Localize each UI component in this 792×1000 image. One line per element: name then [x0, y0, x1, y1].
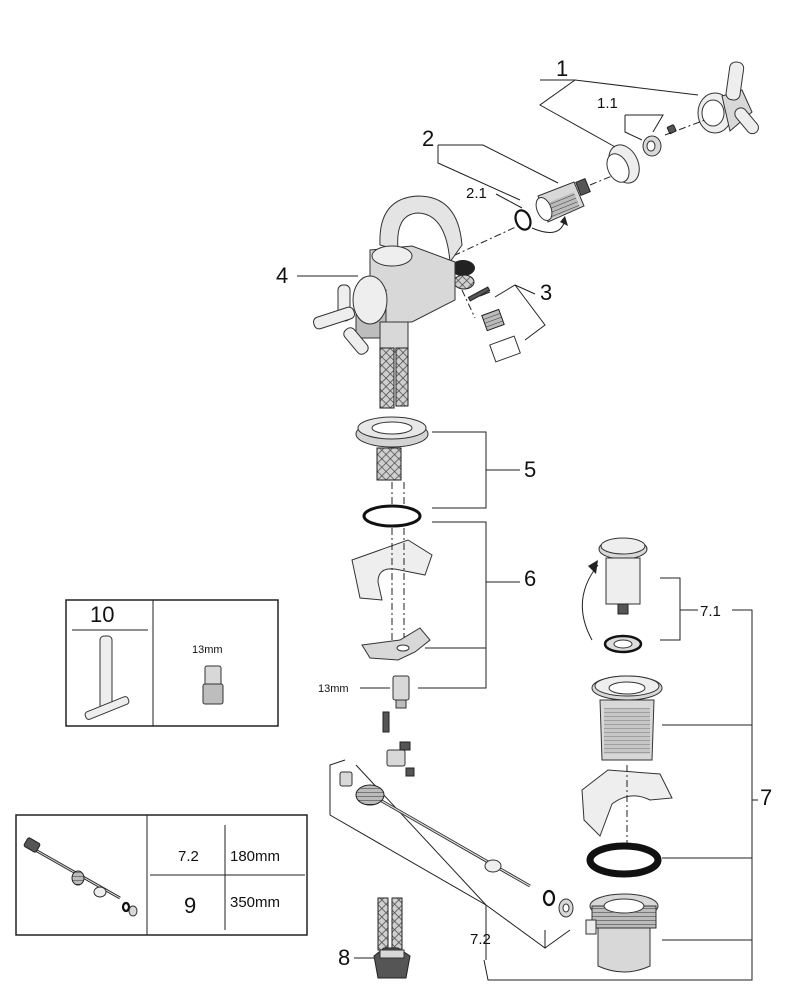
label-part-4: 4 — [276, 263, 288, 288]
part-1-handle: 1 1.1 — [539, 56, 759, 184]
label-part-7-2: 7.2 — [470, 931, 491, 948]
label-part-6: 6 — [524, 566, 536, 591]
part-10-tool-box: 10 13mm — [65, 599, 279, 727]
label-part-3: 3 — [540, 280, 552, 305]
label-part-10: 10 — [90, 602, 114, 627]
table-length-350mm: 350mm — [230, 894, 280, 911]
part-7-2-lift-rod: 7.2 — [329, 741, 574, 960]
label-part-8: 8 — [338, 945, 350, 970]
table-length-180mm: 180mm — [230, 848, 280, 865]
label-part-1: 1 — [556, 56, 568, 81]
table-part-9: 9 — [184, 893, 196, 918]
part-6-mounting-kit: 6 13mm — [318, 521, 536, 733]
label-part-7-1: 7.1 — [700, 603, 721, 620]
part-2-cartridge: 2 2.1 — [422, 126, 613, 263]
label-part-2: 2 — [422, 126, 434, 151]
label-part-2-1: 2.1 — [466, 185, 487, 202]
part-8-hose: 8 — [338, 897, 411, 979]
part-5-flange: 5 — [355, 416, 536, 528]
label-part-5: 5 — [524, 457, 536, 482]
label-part-1-1: 1.1 — [597, 95, 618, 112]
faucet-body: 4 — [276, 195, 476, 409]
part-9-box: 7.2 180mm 9 350mm — [15, 814, 308, 936]
part-3-aerator: 3 — [467, 280, 552, 363]
size-13mm-nut: 13mm — [318, 683, 349, 695]
size-13mm-tool: 13mm — [192, 644, 223, 656]
part-7-popup-waste: 7 7.1 — [483, 537, 772, 981]
table-part-7-2: 7.2 — [178, 848, 199, 865]
label-part-7: 7 — [760, 785, 772, 810]
